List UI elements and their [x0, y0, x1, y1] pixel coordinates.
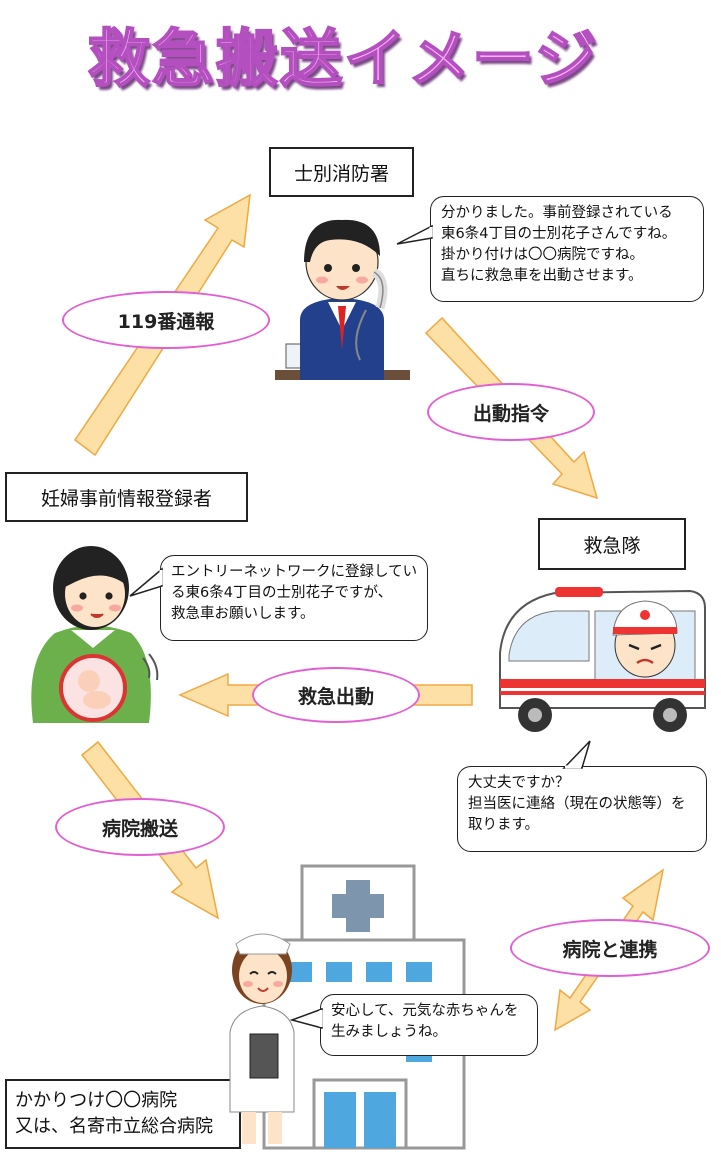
paramedic-speech-line-2: 担当医に連絡（現在の状態等）を	[468, 796, 686, 812]
label-ambulance-dispatch: 救急出動	[252, 667, 420, 723]
mother-speech-bubble: エントリーネットワークに登録してい る東6条4丁目の士別花子ですが、 救急車お願…	[160, 555, 428, 641]
nurse-speech-line-2: 生みましょうね。	[331, 1024, 447, 1040]
label-119-call: 119番通報	[62, 291, 270, 349]
nurse-speech-bubble: 安心して、元気な赤ちゃんを 生みましょうね。	[320, 994, 538, 1056]
label-dispatch-order: 出動指令	[427, 383, 595, 441]
registrant-box: 妊婦事前情報登録者	[5, 472, 248, 522]
hospital-box: かかりつけ〇〇病院 又は、名寄市立総合病院	[5, 1079, 241, 1149]
hospital-name-line-2: 又は、名寄市立総合病院	[15, 1116, 213, 1137]
mother-speech-tail	[129, 567, 163, 597]
hospital-name-line-1: かかりつけ〇〇病院	[15, 1090, 178, 1111]
paramedic-speech-line-3: 取ります。	[468, 817, 540, 833]
dispatcher-speech-line-1: 分かりました。事前登録されている	[441, 205, 673, 221]
paramedic-speech-bubble: 大丈夫ですか？ 担当医に連絡（現在の状態等）を 取ります。	[457, 766, 707, 852]
dispatcher-speech-line-3: 掛かり付けは〇〇病院ですね。	[441, 247, 644, 263]
mother-speech-line-1: エントリーネットワークに登録してい	[171, 564, 418, 580]
mother-illustration	[31, 546, 159, 723]
dispatcher-speech-bubble: 分かりました。事前登録されている 東6条4丁目の士別花子さんですね。 掛かり付け…	[430, 196, 704, 302]
nurse-speech-tail	[290, 1007, 323, 1029]
ambulance-illustration	[499, 587, 706, 732]
dispatcher-illustration	[275, 219, 410, 380]
mother-speech-line-2: る東6条4丁目の士別花子ですが、	[171, 585, 393, 601]
dispatcher-speech-line-2: 東6条4丁目の士別花子さんですね。	[441, 226, 677, 242]
label-hospital-transport: 病院搬送	[55, 798, 225, 856]
fire-station-box: 士別消防署	[269, 147, 414, 197]
dispatcher-speech-tail	[396, 224, 433, 245]
label-hospital-cooperation: 病院と連携	[510, 919, 710, 977]
mother-speech-line-3: 救急車お願いします。	[171, 606, 315, 622]
dispatcher-speech-line-4: 直ちに救急車を出動させます。	[441, 268, 643, 284]
nurse-speech-line-1: 安心して、元気な赤ちゃんを	[331, 1003, 519, 1019]
ambulance-team-box: 救急隊	[538, 518, 686, 570]
paramedic-speech-line-1: 大丈夫ですか？	[468, 775, 570, 791]
page-title: 救急搬送イメージ	[87, 21, 599, 96]
paramedic-speech-tail	[562, 740, 591, 769]
